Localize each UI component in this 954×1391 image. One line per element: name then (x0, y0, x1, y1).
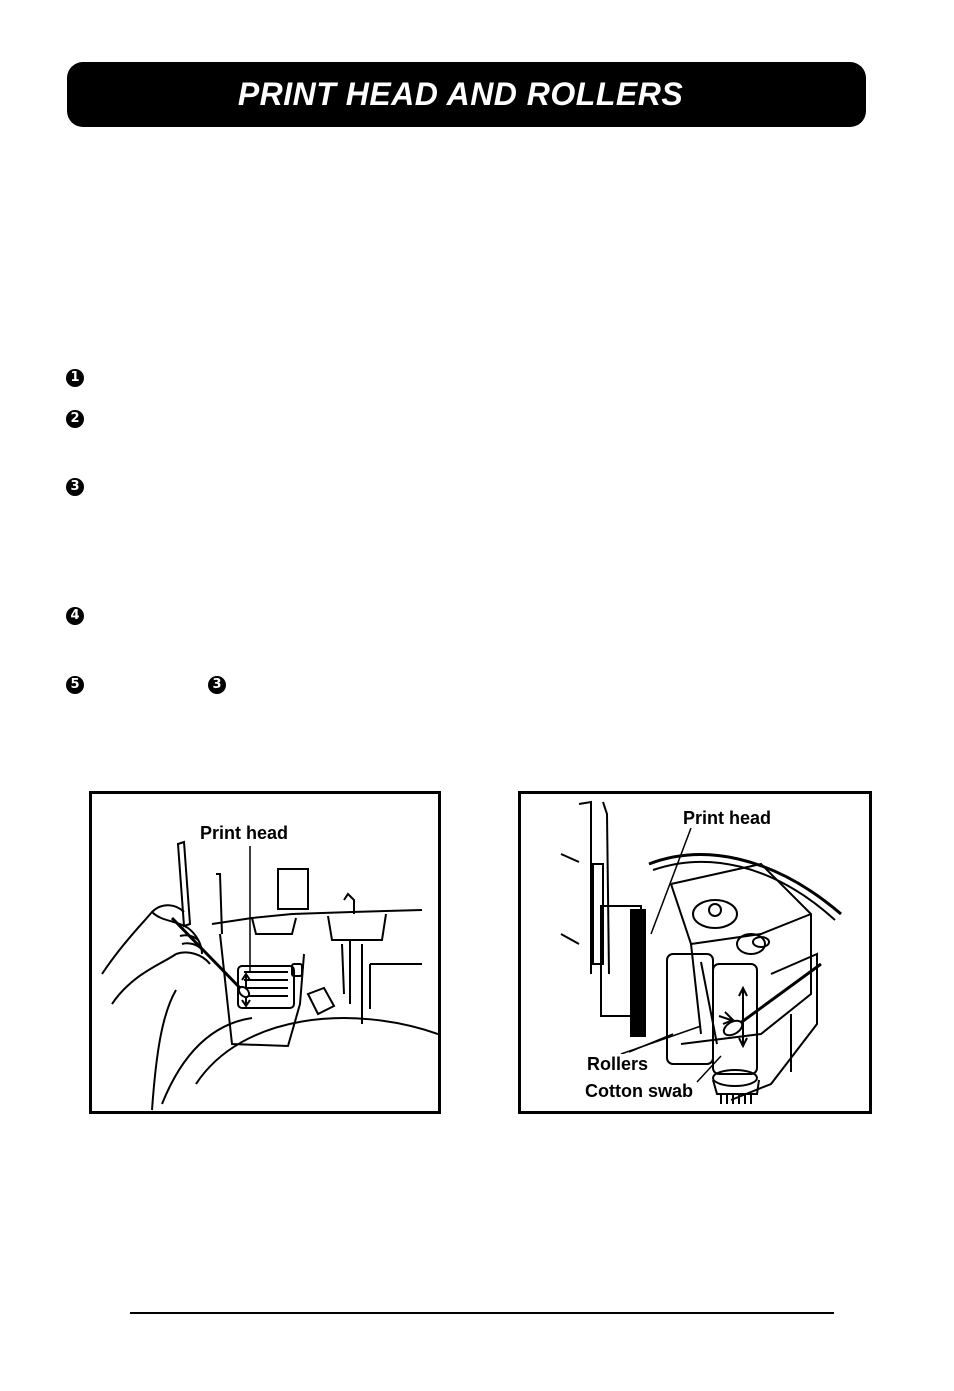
section-title-bar: PRINT HEAD AND ROLLERS (67, 62, 866, 127)
rollers-label: Rollers (587, 1054, 649, 1074)
step-4-marker: 4 (66, 607, 84, 625)
print-head-cleaning-illustration: Print head (89, 791, 441, 1114)
cotton-swab-label: Cotton swab (585, 1081, 693, 1101)
page-title: PRINT HEAD AND ROLLERS (237, 76, 684, 112)
rollers-cleaning-illustration: Print head Rollers Cotton swab (518, 791, 872, 1114)
step-3-marker: 3 (66, 478, 84, 496)
step-5-marker: 5 (66, 676, 84, 694)
step-1-marker: 1 (66, 369, 84, 387)
footer-divider (130, 1312, 834, 1314)
left-print-head-label: Print head (200, 823, 289, 843)
right-print-head-label: Print head (683, 808, 772, 828)
step-2-marker: 2 (66, 410, 84, 428)
step-5-reference-marker: 3 (208, 676, 226, 694)
rollers-line-drawing (560, 800, 842, 1104)
print-head-line-drawing (101, 840, 438, 1111)
